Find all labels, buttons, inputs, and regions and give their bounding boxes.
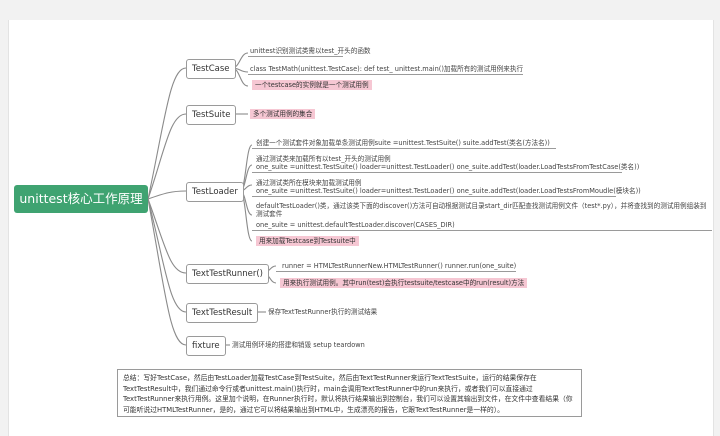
testcase-highlight: 一个testcase的实例就是一个测试用例	[252, 80, 372, 90]
fixture-line: 测试用例环境的搭建和销毁 setup teardown	[232, 341, 365, 349]
testrunner-line: runner = HTMLTestRunnerNew.HTMLTestRunne…	[282, 262, 517, 270]
connector-fixture	[147, 198, 187, 346]
testcase-line-1: unittest识别测试类需以test_开头的函数	[250, 47, 371, 55]
node-testsuite[interactable]: TestSuite	[186, 105, 237, 125]
underline	[276, 271, 516, 272]
underline	[252, 172, 622, 173]
underline	[248, 74, 523, 75]
underline	[248, 56, 343, 57]
testloader-line-5: one_suite =unittest.TestSuite() loader=u…	[256, 187, 641, 195]
node-fixture[interactable]: fixture	[186, 336, 226, 356]
connector-testresult	[147, 198, 187, 313]
connector-testrunner	[147, 198, 187, 274]
testcase-line-2: class TestMath(unittest.TestCase): def t…	[250, 65, 524, 73]
testloader-highlight: 用来加载Testcase到Testsuite中	[256, 236, 359, 246]
testloader-line-2: 通过测试类来加载所有以test_开头的测试用例	[256, 155, 391, 163]
underline	[252, 196, 616, 197]
testloader-line-3: one_suite =unittest.TestSuite() loader=u…	[256, 163, 640, 171]
summary-note: 总结：写好TestCase，然后由TestLoader加载TestCase到Te…	[117, 369, 582, 417]
node-texttestresult[interactable]: TextTestResult	[186, 303, 259, 323]
testloader-line-1: 创建一个测试套件对象加载单条测试用例suite =unittest.TestSu…	[256, 139, 550, 147]
testsuite-highlight: 多个测试用例的集合	[250, 109, 316, 119]
underline	[252, 148, 556, 149]
testloader-line-6: defaultTestLoader()类，通过该类下面的discover()方法…	[256, 202, 707, 219]
connector-testcase	[147, 67, 187, 200]
testloader-line-4: 通过测试类所在模块来加载测试用例	[256, 179, 362, 187]
testrunner-highlight: 用来执行测试用例。其中run(test)会执行testsuite/testcas…	[280, 278, 528, 288]
connector-testloader	[147, 190, 187, 200]
node-testcase[interactable]: TestCase	[186, 59, 236, 79]
underline	[252, 230, 712, 231]
root-node[interactable]: unittest核心工作原理	[14, 185, 148, 213]
testloader-line-7: one_suite = unittest.defaultTestLoader.d…	[256, 221, 455, 229]
node-texttestrunner[interactable]: TextTestRunner()	[186, 264, 269, 284]
connector-testsuite	[147, 113, 187, 200]
node-testloader[interactable]: TestLoader	[186, 182, 244, 202]
testresult-line: 保存TextTestRunner执行的测试结果	[268, 308, 378, 316]
